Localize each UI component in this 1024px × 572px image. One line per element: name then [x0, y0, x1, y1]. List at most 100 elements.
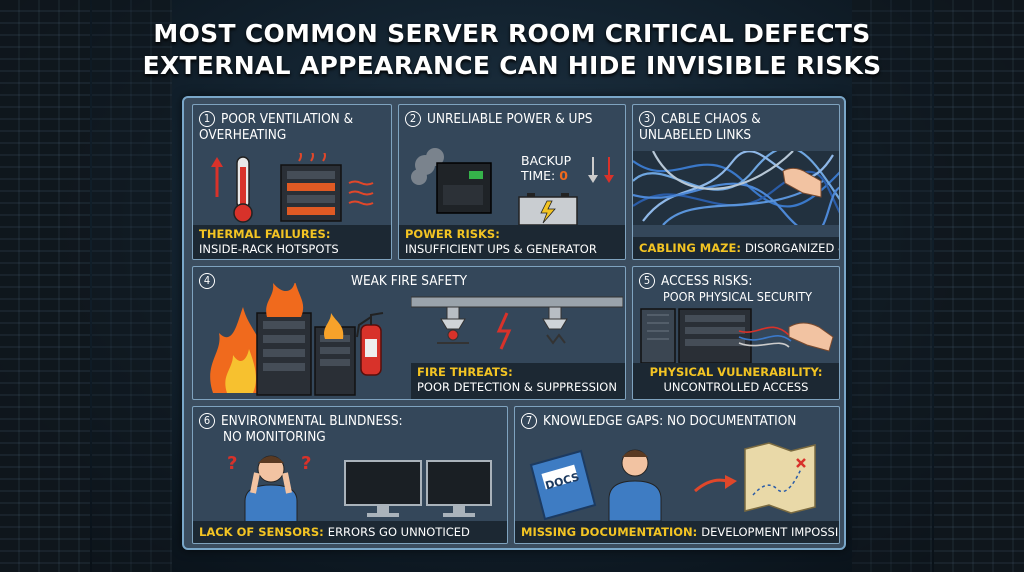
- sprinkler-icon: [437, 306, 469, 344]
- book-icon: [529, 449, 597, 521]
- broken-link-icon: [496, 312, 512, 350]
- open-rack-illustration: [640, 308, 834, 363]
- server-rack-icon: [678, 308, 752, 363]
- page-title: MOST COMMON SERVER ROOM CRITICAL DEFECTS…: [0, 18, 1024, 82]
- broken-sprinkler-icon: [542, 306, 568, 345]
- heat-up-arrow-icon: [211, 157, 223, 197]
- panel-fire-safety: WEAK FIRE SAFETY 4: [192, 266, 626, 400]
- caption-label: LACK OF SENSORS:: [199, 525, 324, 539]
- fire-extinguisher-icon: [356, 312, 384, 376]
- panel-caption: POWER RISKS: INSUFFICIENT UPS & GENERATO…: [399, 225, 625, 259]
- caption-text: INSIDE-RACK HOTSPOTS: [199, 242, 339, 256]
- panel-caption: PHYSICAL VULNERABILITY: UNCONTROLLED ACC…: [633, 363, 839, 399]
- svg-text:?: ?: [227, 453, 237, 474]
- panel-number: 4: [199, 273, 215, 289]
- tangled-cables-illustration: [633, 151, 839, 225]
- server-rack-right-far: [852, 0, 932, 572]
- panel-title: WEAK FIRE SAFETY: [350, 273, 468, 289]
- worried-person-icon: [608, 449, 662, 521]
- caption-text: INSUFFICIENT UPS & GENERATOR: [405, 242, 597, 256]
- blank-monitor-icon: [426, 460, 492, 517]
- caption-text: DEVELOPMENT IMPOSSIBLE: [701, 525, 839, 539]
- hand-icon: [782, 167, 822, 198]
- ups-battery-illustration: [411, 148, 492, 214]
- thermometer-icon: [233, 156, 253, 223]
- caption-text: DISORGANIZED & UNLABELED: [744, 241, 839, 255]
- ups-unit-icon: [436, 162, 492, 214]
- panel-caption: THERMAL FAILURES: INSIDE-RACK HOTSPOTS: [193, 225, 391, 259]
- burning-racks-illustration: [210, 283, 356, 396]
- panel-number: 6: [199, 413, 215, 429]
- hand-icon: [788, 322, 834, 352]
- arrow-right-icon: [694, 478, 728, 493]
- blank-monitor-icon: [344, 460, 422, 517]
- worried-person-icon: [244, 455, 298, 523]
- panel-title: ENVIRONMENTAL BLINDNESS:: [221, 413, 403, 429]
- panel-title: ACCESS RISKS:: [661, 273, 753, 289]
- panel-caption: FIRE THREATS: POOR DETECTION & SUPPRESSI…: [411, 363, 625, 399]
- panel-access: 5 ACCESS RISKS: POOR PHYSICAL SECURITY: [632, 266, 840, 400]
- thermometer-server-illustration: [211, 153, 374, 223]
- panel-heading: 5 ACCESS RISKS: POOR PHYSICAL SECURITY: [639, 273, 833, 305]
- panel-number: 1: [199, 111, 215, 127]
- panel-subtitle: POOR PHYSICAL SECURITY: [663, 289, 812, 304]
- caption-label: FIRE THREATS:: [417, 365, 513, 379]
- down-arrows-icon: [588, 157, 614, 183]
- panel-number-wrap: 4: [199, 273, 219, 289]
- smoke-wave-icon: [298, 153, 374, 206]
- caption-text: POOR DETECTION & SUPPRESSION: [417, 380, 617, 394]
- caption-label: THERMAL FAILURES:: [199, 227, 331, 241]
- caption-label: PHYSICAL VULNERABILITY:: [649, 365, 823, 379]
- missing-docs-illustration: [529, 442, 816, 521]
- title-line-2: EXTERNAL APPEARANCE CAN HIDE INVISIBLE R…: [142, 51, 882, 80]
- title-line-1: MOST COMMON SERVER ROOM CRITICAL DEFECTS: [153, 19, 871, 48]
- panel-title: CABLE CHAOS & UNLABELED LINKS: [639, 111, 761, 143]
- smoke-icon: [411, 148, 444, 185]
- panel-heading: 6 ENVIRONMENTAL BLINDNESS: NO MONITORING: [199, 413, 501, 445]
- hot-server-icon: [280, 164, 342, 222]
- panel-number: 3: [639, 111, 655, 127]
- rack-door-icon: [640, 308, 676, 363]
- svg-text:?: ?: [301, 453, 311, 474]
- flame-top-icon: [266, 283, 344, 339]
- map-icon: [744, 442, 816, 514]
- battery-icon: [518, 193, 578, 226]
- backup-time-value: 0: [559, 168, 568, 183]
- panel-number: 5: [639, 273, 655, 289]
- backup-label: BACKUP: [521, 153, 572, 168]
- panel-power: 2 UNRELIABLE POWER & UPS BACKUP TIME: 0: [398, 104, 626, 260]
- loose-wires-icon: [738, 326, 792, 348]
- server-rack-right: [934, 0, 1024, 572]
- panel-heading: 2 UNRELIABLE POWER & UPS: [405, 111, 619, 127]
- caption-text: UNCONTROLLED ACCESS: [663, 380, 809, 394]
- panel-title: KNOWLEDGE GAPS: NO DOCUMENTATION: [543, 413, 797, 429]
- panel-title: POOR VENTILATION & OVERHEATING: [199, 111, 354, 143]
- panel-subtitle: NO MONITORING: [223, 429, 326, 445]
- panel-heading: 7 KNOWLEDGE GAPS: NO DOCUMENTATION: [521, 413, 833, 429]
- server-rack-left-far: [92, 0, 172, 572]
- panel-title: UNRELIABLE POWER & UPS: [427, 111, 593, 127]
- panel-heading: WEAK FIRE SAFETY: [193, 273, 625, 289]
- panel-caption: LACK OF SENSORS: ERRORS GO UNNOTICED: [193, 521, 507, 543]
- confused-person-illustration: ??: [227, 453, 492, 523]
- question-mark-icon: ??: [227, 453, 311, 474]
- panel-caption: MISSING DOCUMENTATION: DEVELOPMENT IMPOS…: [515, 521, 839, 543]
- server-rack-left: [0, 0, 90, 572]
- caption-label: MISSING DOCUMENTATION:: [521, 525, 698, 539]
- panel-caption: CABLING MAZE: DISORGANIZED & UNLABELED: [633, 237, 839, 259]
- panel-number: 7: [521, 413, 537, 429]
- backup-time-label: TIME:: [521, 168, 556, 183]
- caption-text: ERRORS GO UNNOTICED: [327, 525, 470, 539]
- panel-number: 2: [405, 111, 421, 127]
- caption-label: CABLING MAZE:: [639, 241, 741, 255]
- sprinklers-illustration: [411, 296, 623, 350]
- caption-label: POWER RISKS:: [405, 227, 500, 241]
